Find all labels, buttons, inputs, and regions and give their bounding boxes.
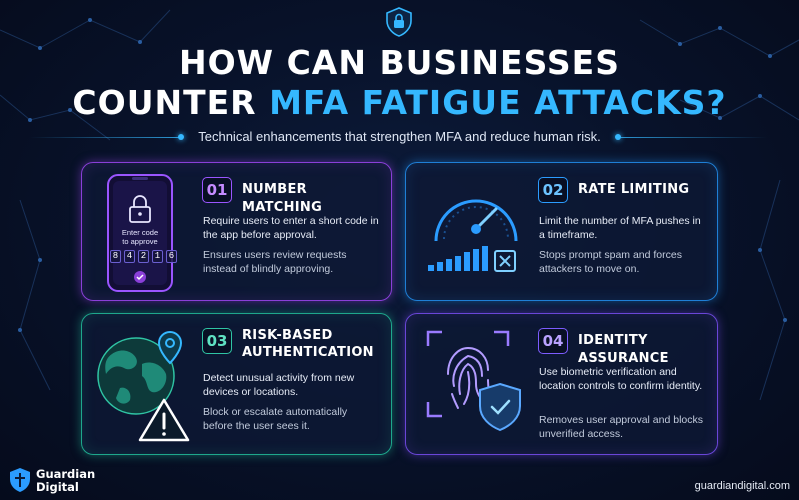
card-identity-assurance: 04 IDENTITY ASSURANCE Use biometric veri… bbox=[405, 313, 718, 455]
subtitle-divider-right bbox=[617, 137, 767, 138]
subtitle-row: Technical enhancements that strengthen M… bbox=[0, 128, 799, 146]
code-digit: 8 bbox=[110, 250, 121, 263]
card-body-secondary: Stops prompt spam and forces attackers t… bbox=[539, 249, 682, 275]
card-body-secondary: Ensures users review requests instead of… bbox=[203, 249, 347, 275]
page-title-line1: HOW CAN BUSINESSES bbox=[179, 43, 620, 82]
card-body-primary: Use biometric verification and location … bbox=[539, 366, 703, 392]
card-number: 03 bbox=[202, 328, 232, 354]
shield-logo-icon bbox=[10, 468, 30, 492]
card-body-primary: Detect unusual activity from new devices… bbox=[203, 372, 355, 398]
code-digit: 4 bbox=[124, 250, 135, 263]
phone-prompt-line1: Enter code bbox=[121, 228, 159, 237]
card-number: 02 bbox=[538, 177, 568, 203]
card-number: 04 bbox=[538, 328, 568, 354]
subtitle-divider-left bbox=[30, 137, 180, 138]
phone-prompt-line2: to approve bbox=[122, 237, 158, 246]
speedometer-bars-icon bbox=[428, 199, 518, 272]
card-number: 01 bbox=[202, 177, 232, 203]
code-digits: 8 4 2 1 6 bbox=[110, 250, 177, 263]
card-title-line1: RISK-BASED bbox=[242, 328, 333, 343]
code-digit: 6 bbox=[166, 250, 177, 263]
card-rate-limiting: 02 RATE LIMITING Limit the number of MFA… bbox=[405, 162, 718, 301]
card-number-matching: Enter code to approve 8 4 2 1 6 01 NUMBE… bbox=[81, 162, 392, 301]
card-body-secondary: Block or escalate automatically before t… bbox=[203, 406, 348, 432]
footer-url: guardiandigital.com bbox=[694, 480, 790, 492]
subtitle-dot-left bbox=[178, 134, 184, 140]
title-accent: MFA FATIGUE ATTACKS? bbox=[269, 83, 727, 122]
page-title-line2: COUNTER MFA FATIGUE ATTACKS? bbox=[0, 84, 799, 122]
globe-warning-icon bbox=[97, 330, 190, 442]
guardian-digital-logo: Guardian Digital bbox=[8, 465, 118, 495]
card-title: NUMBER MATCHING bbox=[242, 182, 323, 215]
card-title: IDENTITY ASSURANCE bbox=[578, 333, 669, 366]
code-digit: 2 bbox=[138, 250, 149, 263]
card-body-primary: Require users to enter a short code in t… bbox=[203, 215, 379, 241]
card-title-line2: AUTHENTICATION bbox=[242, 345, 374, 360]
code-digit: 1 bbox=[152, 250, 163, 263]
subtitle: Technical enhancements that strengthen M… bbox=[198, 129, 601, 144]
card-body-secondary: Removes user approval and blocks unverif… bbox=[539, 414, 704, 440]
title-plain: COUNTER bbox=[72, 83, 270, 122]
card-risk-based-authentication: 03 RISK-BASED AUTHENTICATION Detect unus… bbox=[81, 313, 392, 455]
logo-text-line2: Digital bbox=[36, 480, 79, 494]
lock-shield-icon bbox=[386, 7, 412, 37]
fingerprint-shield-icon bbox=[426, 330, 521, 432]
card-title: RATE LIMITING bbox=[578, 182, 690, 197]
card-body-primary: Limit the number of MFA pushes in a time… bbox=[539, 215, 701, 241]
logo-text-line1: Guardian bbox=[36, 467, 96, 481]
